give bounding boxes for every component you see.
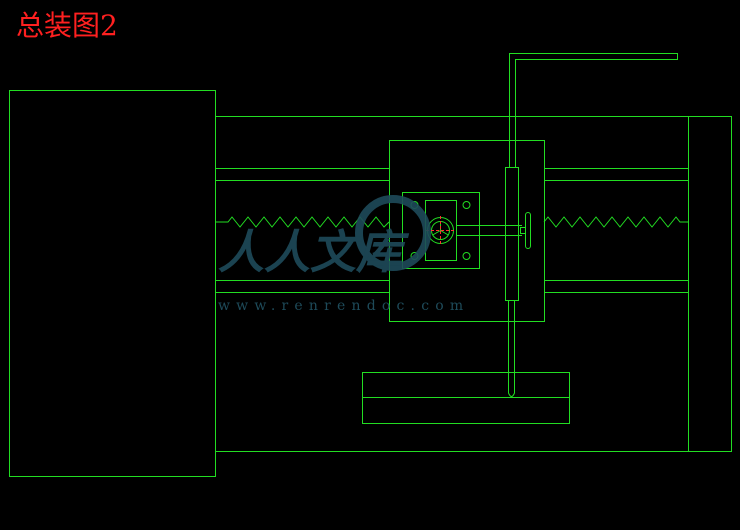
- bent-rod: [508, 53, 678, 397]
- handwheel: [525, 212, 531, 249]
- upper-guide-rail: [215, 168, 688, 181]
- lower-guide-rail: [215, 280, 688, 293]
- main-frame: [215, 116, 732, 452]
- drawing-title: 总装图2: [16, 9, 118, 42]
- vertical-column: [505, 167, 519, 301]
- base-block: [362, 372, 570, 424]
- mount-flange: [402, 192, 480, 269]
- drive-shaft: [456, 225, 526, 236]
- watermark-logo: 人人文库: [218, 195, 431, 279]
- watermark-brand: 人人文库: [218, 225, 410, 279]
- rack-right: [543, 216, 688, 228]
- watermark-url: www.renrendoc.com: [218, 298, 470, 314]
- left-housing: [9, 90, 216, 477]
- carriage-plate: [389, 140, 545, 322]
